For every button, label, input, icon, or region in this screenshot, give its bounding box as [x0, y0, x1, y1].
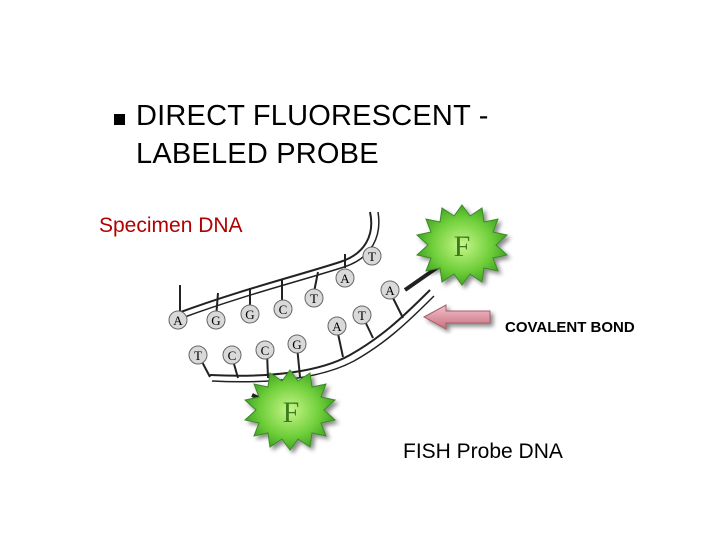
- specimen-backbone-inner: [181, 211, 380, 319]
- bullet-title-line-2: LABELED PROBE: [136, 138, 379, 170]
- probe-backbone-inner: [211, 295, 435, 383]
- svg-text:T: T: [358, 308, 366, 323]
- square-bullet-icon: [114, 114, 125, 125]
- covalent-bond-label: COVALENT BOND: [505, 319, 635, 336]
- base-c-1: C: [222, 345, 242, 365]
- starburst-icon: [415, 204, 509, 286]
- bullet-title-line-1: DIRECT FLUORESCENT -: [136, 100, 489, 132]
- svg-text:A: A: [385, 283, 395, 298]
- svg-text:G: G: [245, 307, 254, 322]
- svg-text:T: T: [194, 348, 202, 363]
- base-t-1: T: [188, 345, 208, 365]
- base-a-3: A: [335, 268, 355, 288]
- left-arrow-icon: [422, 304, 491, 330]
- base-g-1: G: [206, 310, 226, 330]
- svg-text:A: A: [173, 313, 183, 328]
- svg-text:T: T: [368, 249, 376, 264]
- fluorophore-letter-lower: F: [283, 396, 300, 429]
- starburst-icon: [243, 369, 337, 451]
- base-g-3: G: [287, 334, 307, 354]
- base-c-2: C: [255, 340, 275, 360]
- base-t-3: T: [362, 246, 382, 266]
- base-t-4: T: [352, 305, 372, 325]
- svg-text:C: C: [279, 302, 288, 317]
- fluorophore-letter-upper: F: [454, 230, 471, 263]
- specimen-base-list: A T G C G C C G T A A T: [168, 246, 382, 365]
- svg-text:G: G: [211, 313, 220, 328]
- svg-text:A: A: [332, 319, 342, 334]
- specimen-dna-label: Specimen DNA: [99, 214, 243, 237]
- base-a-4: A: [380, 280, 400, 300]
- base-c-3: C: [273, 299, 293, 319]
- specimen-backbone: [177, 211, 373, 314]
- fish-probe-dna-label: FISH Probe DNA: [403, 440, 563, 463]
- svg-text:T: T: [310, 291, 318, 306]
- probe-base-list: T A: [352, 280, 400, 325]
- base-t-2: T: [304, 288, 324, 308]
- base-a-2: A: [327, 316, 347, 336]
- svg-text:C: C: [228, 348, 237, 363]
- svg-text:A: A: [340, 271, 350, 286]
- base-g-2: G: [240, 304, 260, 324]
- svg-text:G: G: [292, 337, 301, 352]
- base-a-1: A: [168, 310, 188, 330]
- svg-text:C: C: [261, 343, 270, 358]
